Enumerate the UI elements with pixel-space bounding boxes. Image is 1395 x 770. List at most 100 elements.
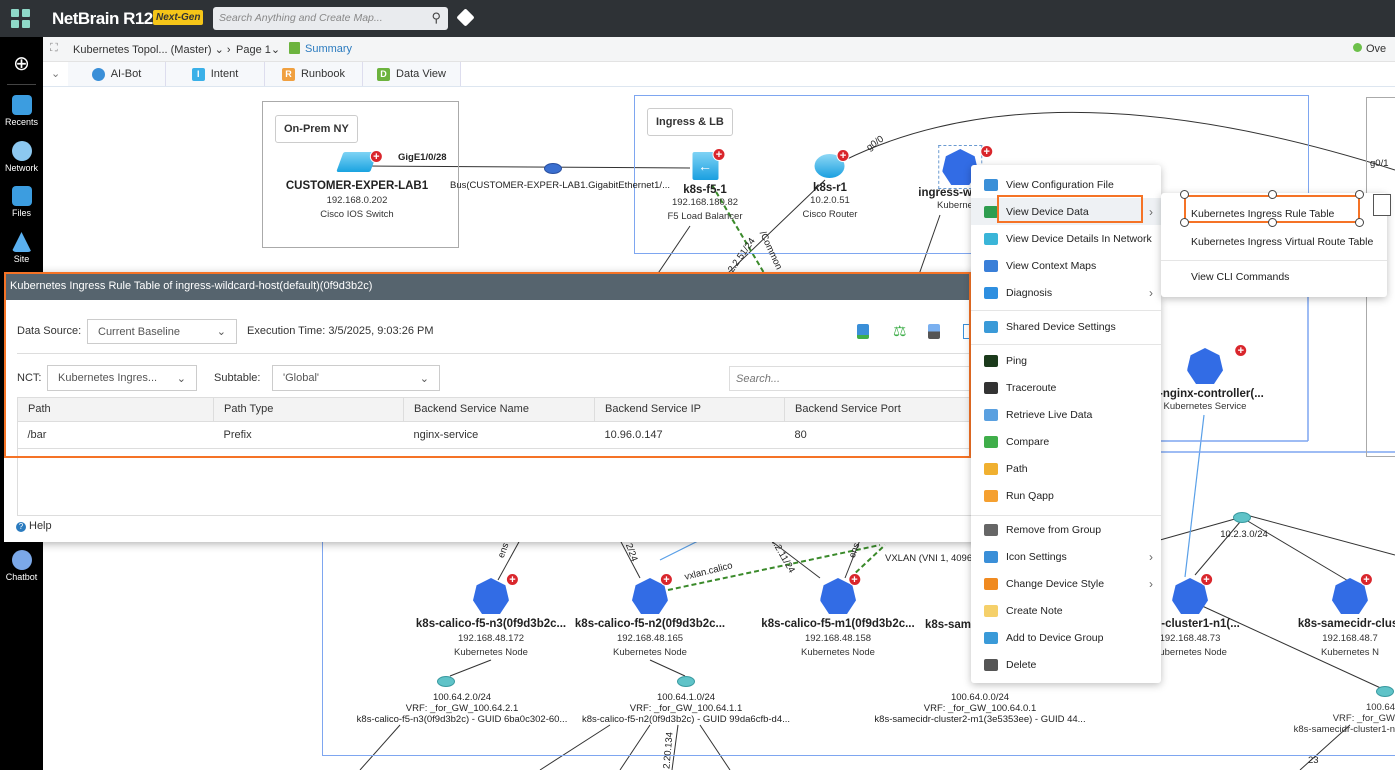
help-link[interactable]: ?Help (16, 520, 52, 532)
menu-item-path[interactable]: Path (971, 455, 1161, 482)
menu-item-ingress-virtual-route-table[interactable]: Kubernetes Ingress Virtual Route Table (1191, 236, 1374, 248)
menu-item-run-qapp[interactable]: Run Qapp (971, 482, 1161, 509)
more-icon[interactable] (963, 324, 971, 339)
ping-icon (984, 354, 998, 367)
sidebar-item-chatbot[interactable]: Chatbot (0, 550, 43, 582)
subnet-icon[interactable] (1233, 512, 1251, 523)
device-type: F5 Load Balancer (667, 211, 743, 222)
resize-handle[interactable] (1355, 218, 1364, 227)
menu-item-icon-settings[interactable]: Icon Settings› (971, 543, 1161, 570)
global-search-input[interactable]: Search Anything and Create Map... ⚲ (213, 7, 448, 30)
link-label: g0/1 (1370, 158, 1389, 169)
bus-icon[interactable] (544, 163, 562, 174)
app-grid-icon[interactable] (11, 9, 30, 28)
sidebar-item-network[interactable]: Network (0, 141, 43, 173)
menu-item-compare[interactable]: Compare (971, 428, 1161, 455)
summary-link[interactable]: Summary (289, 42, 352, 55)
device-k8s-f5-1[interactable]: ← + k8s-f5-1 192.168.180.82 F5 Load Bala… (667, 148, 743, 224)
link-label: 23 (1308, 755, 1319, 766)
menu-item-view-cli-commands[interactable]: View CLI Commands (1191, 271, 1290, 283)
menu-item-shared-device-settings[interactable]: Shared Device Settings (971, 313, 1161, 340)
subnet-icon[interactable] (437, 676, 455, 687)
overview-status[interactable]: Ove (1353, 43, 1386, 55)
device-k8s-calico-f5-n2[interactable]: + k8s-calico-f5-n2(0f9d3b2c... 192.168.4… (574, 573, 726, 660)
add-badge-icon[interactable]: + (369, 150, 383, 163)
menu-item-remove-from-group[interactable]: Remove from Group (971, 516, 1161, 543)
device-k8s-calico-f5-m1[interactable]: + k8s-calico-f5-m1(0f9d3b2c... 192.168.4… (761, 573, 915, 660)
fullscreen-icon[interactable]: ⛶ (50, 42, 58, 54)
device-k8s-calico-f5-n3[interactable]: + k8s-calico-f5-n3(0f9d3b2c... 192.168.4… (416, 573, 566, 660)
menu-item-traceroute[interactable]: Traceroute (971, 374, 1161, 401)
menu-item-diagnosis[interactable]: Diagnosis› (971, 279, 1161, 306)
column-header[interactable]: Backend Service Name (403, 397, 595, 422)
menu-item-add-to-device-group[interactable]: Add to Device Group (971, 624, 1161, 651)
add-badge-icon[interactable]: + (506, 573, 520, 586)
map-name-dropdown[interactable]: Kubernetes Topol... (Master) ⌄ › (73, 44, 231, 56)
collapse-icon[interactable]: ⌄ (51, 68, 61, 80)
add-button[interactable]: ⊕ (13, 53, 30, 75)
device-k8s-samecidr-cluster[interactable]: + k8s-samecidr-clust 192.168.48.7 Kubern… (1298, 573, 1395, 660)
note-icon[interactable] (1373, 194, 1391, 216)
resize-handle[interactable] (1180, 190, 1189, 199)
column-header[interactable]: Path Type (213, 397, 404, 422)
table-search-input[interactable] (729, 366, 971, 391)
page-dropdown[interactable]: Page 1⌄ (236, 44, 281, 56)
sidebar-item-recents[interactable]: Recents (0, 95, 43, 127)
menu-item-view-configuration-file[interactable]: View Configuration File (971, 171, 1161, 198)
subnet-guid: k8s-samecidr-cluster2-m1(3e5353ee) - GUI… (874, 714, 1086, 725)
sidebar-item-site[interactable]: Site (0, 232, 43, 264)
shared-device-settings-icon (984, 320, 998, 333)
sidebar-item-files[interactable]: Files (0, 186, 43, 218)
column-header[interactable]: Backend Service Port (784, 397, 972, 422)
add-badge-icon[interactable]: + (836, 149, 850, 162)
add-badge-icon[interactable]: + (659, 573, 673, 586)
nct-select[interactable]: Kubernetes Ingres...⌄ (47, 365, 197, 391)
device-type: Kubernetes Node (801, 647, 875, 658)
device-customer-exper-lab1[interactable]: + CUSTOMER-EXPER-LAB1 192.168.0.202 Cisc… (286, 150, 428, 222)
resize-handle[interactable] (1268, 190, 1277, 199)
device-k8s-r1[interactable]: + k8s-r1 10.2.0.51 Cisco Router (803, 149, 857, 222)
add-badge-icon[interactable]: + (1234, 344, 1248, 357)
device-ingress-nginx-controller[interactable]: + ss-nginx-controller(... Kubernetes Ser… (1146, 344, 1264, 414)
table-row[interactable]: /bar Prefix nginx-service 10.96.0.147 80 (17, 421, 972, 449)
menu-item-retrieve-live-data[interactable]: Retrieve Live Data (971, 401, 1161, 428)
column-header[interactable]: Path (17, 397, 214, 422)
search-icon[interactable]: ⚲ (431, 10, 441, 25)
resize-handle[interactable] (1268, 218, 1277, 227)
dialog-title[interactable]: Kubernetes Ingress Rule Table of ingress… (4, 272, 971, 300)
menu-item-view-device-data[interactable]: View Device Data› (971, 198, 1161, 225)
add-badge-icon[interactable]: + (980, 145, 994, 158)
tab-ai-bot[interactable]: AI-Bot (68, 62, 166, 86)
column-header[interactable]: Backend Service IP (594, 397, 785, 422)
menu-item-delete[interactable]: Delete (971, 651, 1161, 678)
subnet-icon[interactable] (677, 676, 695, 687)
menu-item-label: View Context Maps (1006, 259, 1097, 272)
menu-item-change-device-style[interactable]: Change Device Style› (971, 570, 1161, 597)
device-name: k8s-calico-f5-n2(0f9d3b2c... (574, 618, 726, 630)
add-badge-icon[interactable]: + (1199, 573, 1213, 586)
data-source-select[interactable]: Current Baseline⌄ (87, 319, 237, 344)
chevron-right-icon: › (1149, 576, 1153, 591)
device-name[interactable]: k8s-same (925, 619, 978, 631)
add-badge-icon[interactable]: + (712, 148, 726, 161)
menu-item-view-device-details-in-network[interactable]: View Device Details In Network (971, 225, 1161, 252)
search-placeholder: Search Anything and Create Map... (219, 12, 383, 24)
menu-item-create-note[interactable]: Create Note (971, 597, 1161, 624)
compare-icon[interactable]: ⚖ (893, 323, 907, 340)
subtable-select[interactable]: 'Global'⌄ (272, 365, 440, 391)
menu-item-ingress-rule-table[interactable]: Kubernetes Ingress Rule Table (1191, 208, 1335, 220)
resize-handle[interactable] (1355, 190, 1364, 199)
subnet-icon[interactable] (1376, 686, 1394, 697)
export-icon[interactable] (857, 324, 869, 339)
add-badge-icon[interactable]: + (1359, 573, 1373, 586)
menu-item-view-context-maps[interactable]: View Context Maps (971, 252, 1161, 279)
add-badge-icon[interactable]: + (848, 573, 861, 586)
resize-handle[interactable] (1180, 218, 1189, 227)
retrieve-live-data-icon[interactable] (928, 324, 940, 339)
device-k8s-samecidr-cluster1-n1[interactable]: + cidr-cluster1-n1(... 192.168.48.73 Kub… (1140, 573, 1240, 660)
menu-item-ping[interactable]: Ping (971, 347, 1161, 374)
